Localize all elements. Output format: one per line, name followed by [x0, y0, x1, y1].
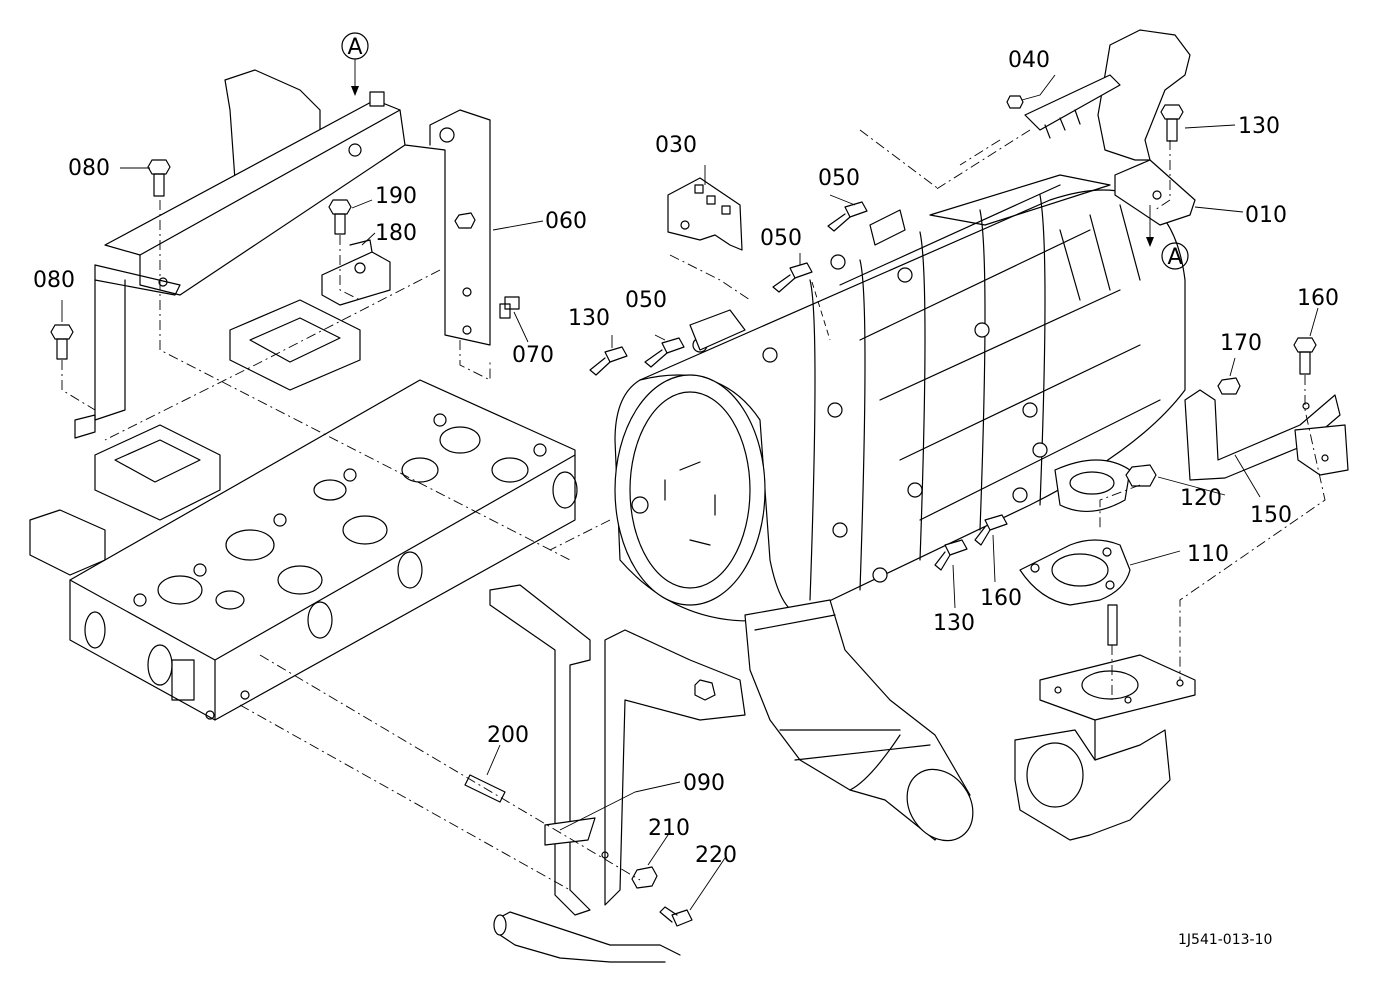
callout-130-left: 130 — [568, 306, 610, 331]
callout-050-top: 050 — [818, 166, 860, 191]
bolt-080-lower — [50, 324, 74, 360]
bracket-010 — [1024, 29, 1196, 226]
callout-210: 210 — [648, 816, 690, 841]
leader-lines — [61, 74, 1319, 911]
intake-cover — [94, 299, 361, 521]
nut-060 — [454, 212, 476, 229]
bolt-050-left — [644, 337, 685, 368]
callout-080-lower: 080 — [33, 268, 75, 293]
callout-030: 030 — [655, 133, 697, 158]
bolt-190 — [328, 199, 352, 235]
callout-010: 010 — [1245, 203, 1287, 228]
callout-120: 120 — [1180, 486, 1222, 511]
nut-120 — [1125, 464, 1157, 487]
callout-190: 190 — [375, 184, 417, 209]
callout-160-right: 160 — [1297, 286, 1339, 311]
nut-210 — [631, 866, 658, 889]
reference-marker-top: A — [341, 32, 369, 96]
lower-pipe — [493, 911, 681, 963]
callout-200: 200 — [487, 723, 529, 748]
bracket-180 — [321, 239, 391, 306]
bolt-130-mid — [934, 539, 968, 571]
bolt-220 — [659, 906, 693, 927]
callout-040: 040 — [1008, 48, 1050, 73]
bolt-070 — [499, 296, 520, 319]
marker-letter-right: A — [1167, 245, 1182, 270]
callout-060: 060 — [545, 209, 587, 234]
bolt-160-mid — [974, 514, 1008, 546]
center-lines — [61, 129, 1326, 891]
callout-150: 150 — [1250, 503, 1292, 528]
bolt-130-top — [1160, 104, 1184, 142]
bolt-160-right — [1293, 337, 1317, 375]
callout-180: 180 — [375, 221, 417, 246]
bracket-030 — [667, 177, 743, 251]
dpf-muffler — [614, 174, 1186, 622]
cylinder-head — [29, 379, 578, 721]
drawing-reference-number: 1J541-013-10 — [1178, 932, 1272, 948]
callout-090: 090 — [683, 771, 725, 796]
callout-050-left: 050 — [625, 288, 667, 313]
frame-bracket — [74, 69, 491, 439]
callout-050-mid: 050 — [760, 226, 802, 251]
callout-130-mid: 130 — [933, 611, 975, 636]
reference-marker-right: A — [1146, 205, 1189, 270]
callout-160-mid: 160 — [980, 586, 1022, 611]
nut-170 — [1217, 377, 1241, 395]
callout-220: 220 — [695, 843, 737, 868]
fasteners — [50, 95, 1317, 927]
callouts: 080 080 190 180 060 070 030 050 050 050 … — [33, 48, 1339, 868]
marker-letter-top: A — [347, 35, 362, 60]
bolt-040 — [1006, 95, 1024, 109]
callout-080-upper: 080 — [68, 156, 110, 181]
stay-150 — [1184, 389, 1349, 481]
bolt-050-mid — [772, 262, 813, 293]
gasket-110 — [1019, 539, 1131, 606]
outlet-pipe — [744, 599, 974, 842]
stud-110 — [1107, 604, 1118, 646]
bracket-090 — [489, 584, 746, 916]
callout-130-top: 130 — [1238, 114, 1280, 139]
exhaust-elbow — [1014, 654, 1196, 841]
callout-110: 110 — [1187, 542, 1229, 567]
callout-070: 070 — [512, 343, 554, 368]
dpf-flange — [1054, 459, 1131, 513]
bolt-130-left — [589, 346, 628, 376]
bolt-080-upper — [147, 159, 171, 197]
bolt-050-top — [827, 201, 868, 232]
callout-170: 170 — [1220, 331, 1262, 356]
